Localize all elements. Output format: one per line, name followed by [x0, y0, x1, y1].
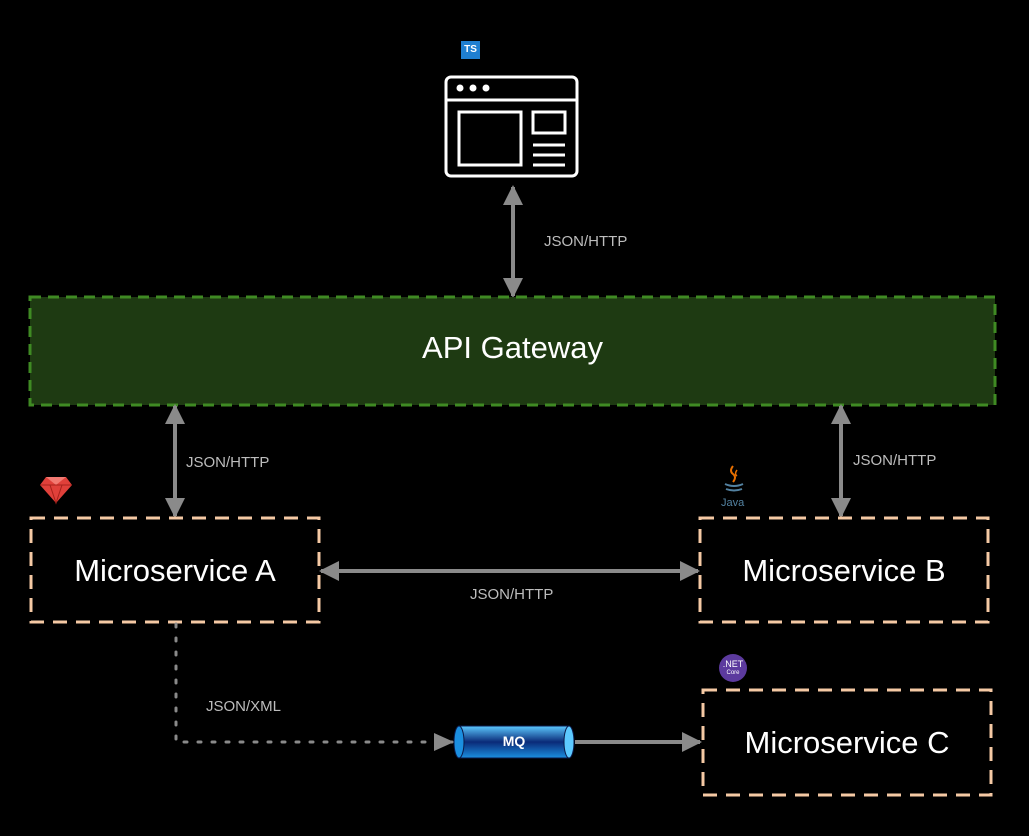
microservice-a-box: [29, 516, 321, 624]
microservice-b-box: [698, 516, 990, 624]
api-gateway-title: API Gateway: [422, 330, 603, 365]
typescript-badge-icon: [461, 41, 480, 59]
java-label: Java: [721, 497, 745, 509]
ruby-icon: [40, 477, 72, 505]
microservice-b-title: Microservice B: [742, 553, 946, 588]
a-mq-arrowhead: [434, 733, 454, 751]
client-gateway-link-label: JSON/HTTP: [544, 233, 628, 250]
gateway-a-link-label: JSON/HTTP: [186, 454, 270, 471]
typescript-badge-label: TS: [464, 44, 477, 55]
a-mq-link-label: JSON/XML: [206, 698, 282, 715]
a-mq-dotted-arrow: [174, 622, 454, 744]
gateway-b-link-label: JSON/HTTP: [853, 452, 937, 469]
message-queue-icon: [453, 725, 575, 759]
a-b-link-label: JSON/HTTP: [470, 586, 554, 603]
dotnet-sublabel: Core: [726, 670, 740, 676]
browser-window-icon: [444, 75, 579, 178]
java-icon: [724, 465, 744, 492]
api-gateway-box: [28, 295, 997, 407]
microservice-c-title: Microservice C: [744, 725, 950, 760]
dotnet-label: .NET: [722, 659, 744, 669]
dotnet-core-icon: [719, 654, 747, 682]
microservice-a-title: Microservice A: [74, 553, 276, 588]
microservice-c-box: [701, 688, 993, 797]
mq-label: MQ: [502, 733, 526, 749]
